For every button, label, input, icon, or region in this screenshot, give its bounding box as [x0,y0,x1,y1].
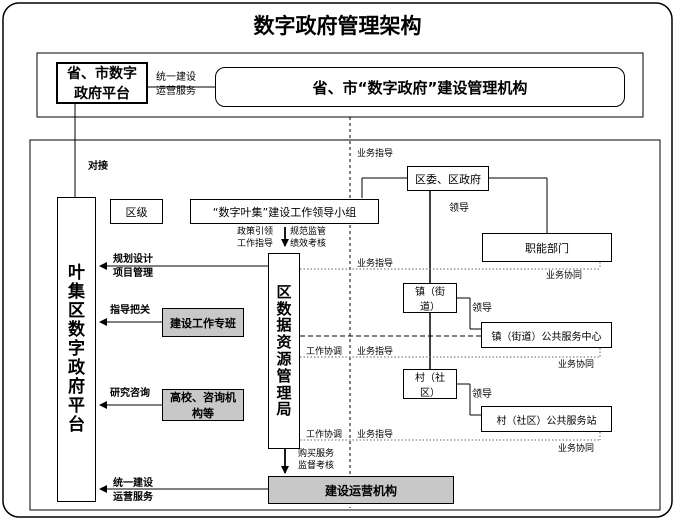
operator-label: 建设运营机构 [324,483,397,498]
yeji-platform-char: 集 [68,281,85,302]
business-coop-2: 业务协同 [558,360,595,370]
operator-box: 建设运营机构 [268,476,454,504]
universities-label-2: 构等 [192,407,214,420]
research-label: 研究咨询 [110,388,150,399]
special-task-force-box: 建设工作专班 [162,308,244,337]
village-label-2: 区） [420,388,440,399]
town-label-2: 道） [420,302,440,313]
purchase-label-2: 监督考核 [298,461,335,471]
bureau-char: 资 [276,333,292,352]
business-guidance-top: 业务指导 [357,149,394,159]
bureau-char: 据 [276,316,292,335]
provincial-platform-line2: 政府平台 [74,86,130,102]
universities-box: 高校、咨询机 构等 [162,389,244,421]
yeji-platform-char: 字 [68,338,85,359]
data-resources-bureau-box: 区 数 据 资 源 管 理 局 [268,253,300,449]
top-unify-label-1: 统一建设 [156,72,196,83]
town-center-box: 镇（街道）公共服务中心 [481,322,612,348]
bureau-char: 理 [276,383,292,402]
town-box: 镇（街 道） [403,283,457,313]
district-level-label: 区级 [125,205,148,219]
town-label-1: 镇（街 [415,287,445,298]
bottom-unify-label-1: 统一建设 [113,478,153,489]
yeji-platform-char: 政 [68,358,85,379]
yeji-platform-char: 平 [68,396,85,417]
village-label-1: 村（社 [415,373,445,384]
business-coop-3: 业务协同 [558,444,595,454]
district-level-box: 区级 [110,199,163,224]
yeji-platform-box: 叶 集 区 数 字 政 府 平 台 [57,197,96,502]
business-guidance-mid: 业务指导 [357,259,394,269]
village-box: 村（社 区） [403,369,457,399]
business-guidance-town: 业务指导 [357,347,394,357]
provincial-agency-label: 省、市“数字政府”建设管理机构 [312,78,528,97]
purchase-label-1: 购买服务 [298,449,335,459]
business-guidance-village: 业务指导 [357,430,394,440]
bureau-char: 源 [276,350,292,368]
yeji-platform-char: 叶 [68,262,85,283]
bureau-char: 管 [276,366,292,385]
top-frame [36,52,644,118]
policy-label-2: 工作指导 [237,239,274,249]
dock-label: 对接 [88,161,108,172]
regulate-label-2: 绩效考核 [290,239,327,249]
guidance-label: 指导把关 [110,305,150,316]
lead-label-1: 领导 [449,203,469,214]
planning-label-2: 项目管理 [113,268,153,279]
leading-group-label: “数字叶集”建设工作领导小组 [212,205,357,219]
bureau-char: 区 [276,282,292,301]
town-center-label: 镇（街道）公共服务中心 [491,331,602,343]
special-task-force-label: 建设工作专班 [170,316,236,330]
diagram-title: 数字政府管理架构 [253,14,422,38]
work-coord-2: 工作协调 [306,430,343,440]
universities-label-1: 高校、咨询机 [170,391,236,404]
yeji-platform-char: 台 [68,415,85,436]
village-station-label: 村（社区）公共服务站 [496,415,597,427]
functional-depts-box: 职能部门 [482,233,612,262]
regulate-label-1: 规范监管 [290,227,327,237]
leading-group-box: “数字叶集”建设工作领导小组 [190,199,379,224]
provincial-agency-box: 省、市“数字政府”建设管理机构 [215,67,625,107]
lead-label-2: 领导 [472,303,492,314]
business-coop-1: 业务协同 [546,271,583,281]
bureau-char: 数 [276,299,292,318]
policy-label-1: 政策引领 [237,227,274,237]
village-station-box: 村（社区）公共服务站 [481,406,612,432]
lower-frame [29,139,661,511]
planning-label-1: 规划设计 [113,254,153,265]
top-unify-label-2: 运营服务 [156,86,196,97]
yeji-platform-char: 区 [68,300,85,321]
yeji-platform-char: 府 [68,377,85,398]
yeji-platform-char: 数 [68,319,85,340]
bottom-unify-label-2: 运营服务 [113,492,153,503]
work-coord-1: 工作协调 [306,347,343,357]
lead-label-3: 领导 [472,389,492,400]
functional-depts-label: 职能部门 [525,241,569,255]
provincial-platform-box: 省、市数字 政府平台 [56,62,148,104]
district-committee-label: 区委、区政府 [415,172,481,186]
district-committee-box: 区委、区政府 [407,166,489,191]
provincial-platform-line1: 省、市数字 [67,66,137,82]
bureau-char: 局 [276,400,292,419]
